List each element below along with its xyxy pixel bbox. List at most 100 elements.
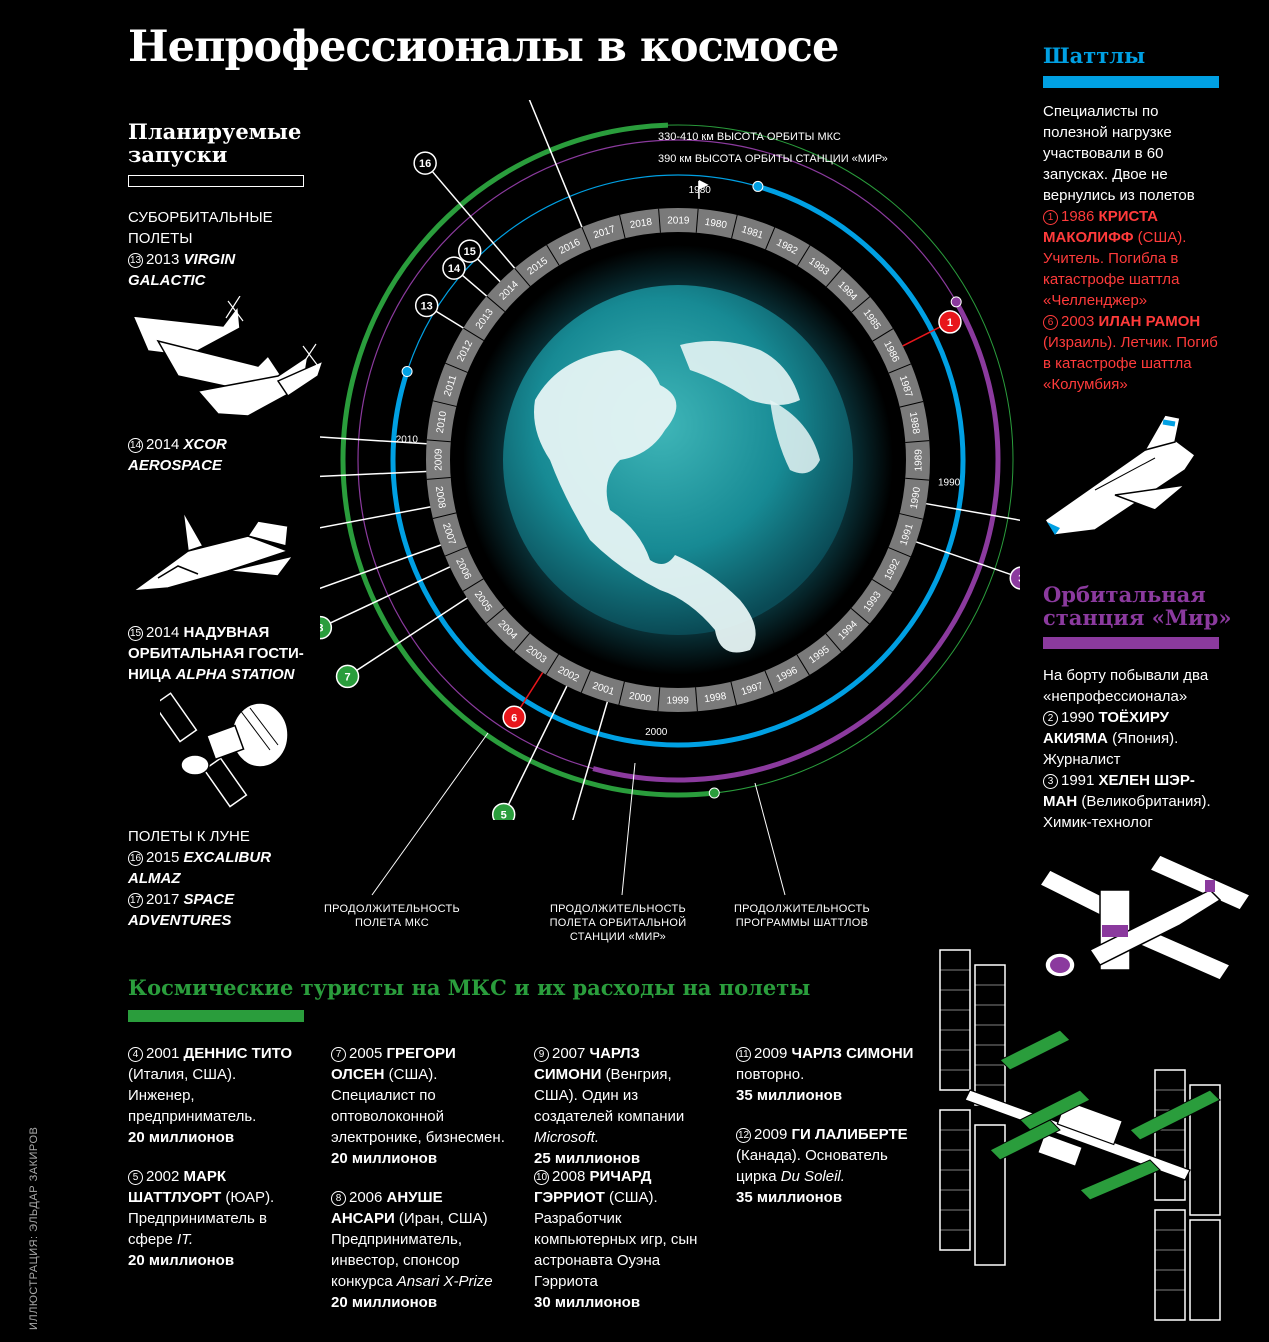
t9-desc-it: Microsoft. <box>534 1129 600 1146</box>
year-tick-1981 <box>731 214 738 239</box>
p3-country: (Великобритания). <box>1081 793 1211 810</box>
year-tick-1983 <box>796 245 811 267</box>
shuttles-text: Специалисты по полезной нагрузке участво… <box>1043 101 1223 395</box>
marker-7-icon: 7 <box>331 1047 346 1062</box>
orbit-iss-label: 330-410 км ВЫСОТА ОРБИТЫ МКС <box>658 131 841 143</box>
arc-mir-duration <box>592 300 1001 783</box>
marker-12-leader <box>320 436 427 445</box>
marker-6-icon: 6 <box>1043 315 1058 330</box>
marker-3-number: 3 <box>1018 573 1020 585</box>
year-tick-1990 <box>905 477 930 481</box>
year-tick-2010 <box>426 439 451 443</box>
marker-10-leader <box>320 506 431 529</box>
marker-11-icon: 11 <box>736 1047 751 1062</box>
year-tick-1980 <box>695 208 699 233</box>
year-tick-1999 <box>695 687 698 712</box>
t10-cost: 30 миллионов <box>534 1294 641 1311</box>
year-tick-2004 <box>513 632 531 652</box>
t12-name: ГИ ЛАЛИБЕРТЕ <box>791 1126 908 1143</box>
t4-desc: Инженер, предприниматель. <box>128 1087 257 1125</box>
marker-16-number: 16 <box>419 158 431 170</box>
p2-year: 1990 <box>1061 709 1095 726</box>
t7-year: 2005 <box>349 1045 383 1062</box>
year-tick-1985 <box>851 296 871 313</box>
t5-country: (ЮАР). <box>225 1189 275 1206</box>
arc-iss-duration <box>340 122 715 798</box>
credit: ИЛЛЮСТРАЦИЯ: ЭЛЬДАР ЗАКИРОВ <box>28 1126 40 1330</box>
marker-8-number: 8 <box>320 623 323 635</box>
i13-year: 2013 <box>146 251 180 268</box>
p3-year: 1991 <box>1061 772 1095 789</box>
year-tick-1995 <box>825 633 842 653</box>
year-label-2008: 2008 <box>433 486 447 510</box>
t4-country: (Италия, США). <box>128 1066 237 1083</box>
year-label-1990: 1990 <box>909 486 923 510</box>
orbit-diagram: 1980198119821983198419851986198719881989… <box>320 100 1020 820</box>
marker-14-badge <box>442 256 466 280</box>
t8-desc: Предприниматель, инвестор, спонсор конку… <box>331 1231 463 1290</box>
moon-label: ПОЛЕТЫ К ЛУНЕ <box>128 828 250 845</box>
t8-name: АНУШЕ АНСАРИ <box>331 1189 443 1227</box>
year-label-2010: 2010 <box>435 410 449 434</box>
shuttles-intro: Специалисты по полезной нагрузке участво… <box>1043 103 1195 204</box>
marker-2-icon: 2 <box>1043 711 1058 726</box>
marker-17-icon: 17 <box>128 893 143 908</box>
t9-year: 2007 <box>552 1045 586 1062</box>
year-tick-2016 <box>546 244 560 266</box>
tourists-bar <box>128 1010 304 1022</box>
t7-country: (США). <box>388 1066 438 1083</box>
t5-cost: 20 миллионов <box>128 1252 235 1269</box>
caption-iss: ПРОДОЛЖИТЕЛЬНОСТЬ ПОЛЕТА МКС <box>323 903 461 929</box>
marker-10-icon: 10 <box>534 1170 549 1185</box>
arc-endpoint-2 <box>752 180 764 192</box>
t9-desc: Один из создателей компании <box>534 1087 685 1125</box>
t8-year: 2006 <box>349 1189 383 1206</box>
start-flag-icon <box>698 180 709 199</box>
year-tick-1989 <box>905 440 930 443</box>
t7-cost: 20 миллионов <box>331 1150 438 1167</box>
t5-year: 2002 <box>146 1168 180 1185</box>
t12-country: (Канада). <box>736 1147 801 1164</box>
marker-6-number: 6 <box>511 712 517 724</box>
marker-8-leader <box>320 566 451 629</box>
p3-name: ХЕЛЕН ШЭР-МАН <box>1043 772 1195 810</box>
mir-heading: Орбитальная станция «Мир» <box>1043 582 1232 630</box>
marker-5-number: 5 <box>501 809 507 820</box>
year-tick-2013 <box>463 327 485 342</box>
i17-name: SPACE ADVENTURES <box>128 891 235 929</box>
year-label-1998: 1998 <box>704 691 728 705</box>
marker-3-badge <box>1009 566 1020 590</box>
p3-desc: Химик-технолог <box>1043 814 1153 831</box>
iss-illustration <box>939 949 1221 1321</box>
marker-15-icon: 15 <box>128 626 143 641</box>
decade-label-2000: 2000 <box>645 727 668 738</box>
marker-12-icon: 12 <box>736 1128 751 1143</box>
p1-country: (США). <box>1137 229 1187 246</box>
p2-name: ТОЁХИРУ АКИЯМА <box>1043 709 1169 747</box>
year-tick-1992 <box>888 547 911 558</box>
marker-16-badge <box>413 151 437 175</box>
marker-9-leader <box>320 544 442 590</box>
marker-5-leader <box>503 685 568 815</box>
marker-13-badge <box>414 293 439 318</box>
arc-endpoint-3 <box>401 366 413 378</box>
p1-name: КРИСТА МАКОЛИФФ <box>1043 208 1158 246</box>
t9-country: (Венгрия, США). <box>534 1066 672 1104</box>
xcor-illustration <box>130 510 295 592</box>
i15-year: 2014 <box>146 624 180 641</box>
marker-14-icon: 14 <box>128 438 143 453</box>
marker-7-badge <box>335 664 360 689</box>
i13-name: VIRGIN GALACTIC <box>128 251 236 289</box>
year-tick-2006 <box>462 578 484 592</box>
i14-name: XCOR AEROSPACE <box>128 436 227 474</box>
year-tick-1994 <box>850 607 870 625</box>
page-title: Непрофессионалы в космосе <box>128 22 839 72</box>
t4-year: 2001 <box>146 1045 180 1062</box>
